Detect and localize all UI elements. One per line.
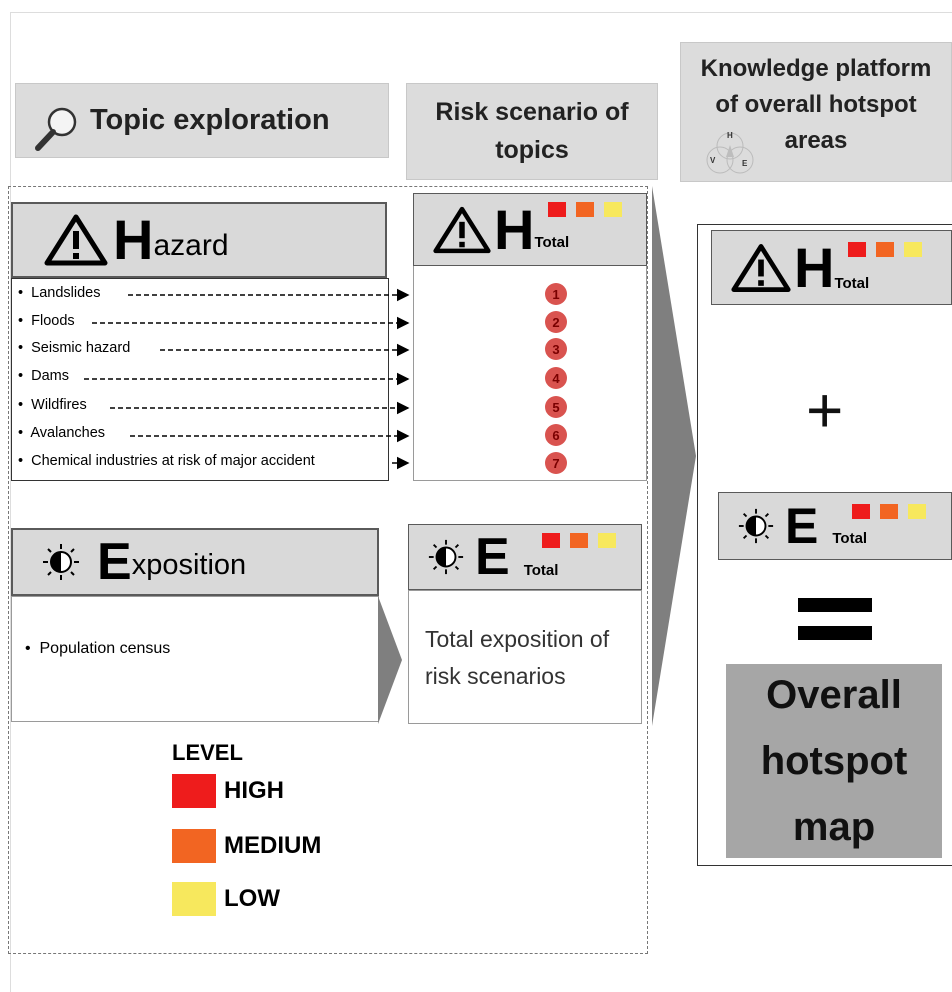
legend-title: LEVEL <box>172 740 243 765</box>
compass-hve-icon: H V E <box>706 131 754 174</box>
equals-sign <box>798 598 872 640</box>
warning-triangle-icon <box>44 214 108 266</box>
legend-swatch-high <box>172 774 216 808</box>
hazard-item-avalanches: • Avalanches <box>18 425 106 441</box>
hazard-item-seismic: • Seismic hazard <box>18 340 131 356</box>
hazard-title-box: H azard <box>11 202 387 278</box>
plus-sign: + <box>806 374 844 446</box>
exposition-title-rest: xposition <box>131 548 247 581</box>
hazard-item-chemical: • Chemical industries at risk of major a… <box>18 453 315 469</box>
platform-h-sub: Total <box>834 275 870 292</box>
scenario-number-1: 1 <box>545 283 567 305</box>
hazard-item-wildfires: • Wildfires <box>18 397 87 413</box>
legend-swatch-medium <box>172 829 216 863</box>
legend-swatch-low <box>172 882 216 916</box>
e-total-level-swatches <box>542 533 616 548</box>
risk-scenario-title: Risk scenario of topics <box>435 98 629 164</box>
warning-triangle-icon <box>731 243 791 292</box>
overall-hotspot-map-text: Overall hotspot map <box>760 673 908 849</box>
platform-e-swatches <box>852 504 926 519</box>
swatch-low <box>908 504 926 519</box>
hazard-item-floods: • Floods <box>18 313 75 329</box>
swatch-low <box>904 242 922 257</box>
scenario-number-5: 5 <box>545 396 567 418</box>
scenario-number-3: 3 <box>545 338 567 360</box>
swatch-high <box>542 533 560 548</box>
scenario-number-4: 4 <box>545 367 567 389</box>
swatch-medium <box>570 533 588 548</box>
swatch-low <box>604 202 622 217</box>
topic-exploration-header: Topic exploration <box>15 83 389 158</box>
hazard-big-letter: H <box>113 208 154 271</box>
total-exposition-text: Total exposition of risk scenarios <box>425 626 610 689</box>
legend-label-medium: MEDIUM <box>224 832 322 859</box>
sun-exposure-icon <box>43 544 79 580</box>
swatch-high <box>852 504 870 519</box>
h-total-list-box <box>413 264 647 481</box>
platform-h-swatches <box>848 242 922 257</box>
risk-scenario-header: Risk scenario of topics <box>406 83 658 180</box>
legend-row-low: LOW <box>172 882 280 916</box>
warning-triangle-icon <box>433 206 491 253</box>
h-total-letter: H <box>494 197 535 261</box>
swatch-high <box>548 202 566 217</box>
scenario-number-7: 7 <box>545 452 567 474</box>
swatch-high <box>848 242 866 257</box>
magnifier-icon <box>35 107 77 151</box>
hazard-title-rest: azard <box>153 229 229 262</box>
big-transition-arrow <box>652 186 696 726</box>
sun-exposure-icon <box>428 539 464 575</box>
legend-row-high: HIGH <box>172 774 284 808</box>
platform-e-total-box: E Total <box>718 492 952 560</box>
outer-frame <box>10 12 952 992</box>
swatch-medium <box>876 242 894 257</box>
e-total-text-box: Total exposition of risk scenarios <box>408 590 642 724</box>
legend-label-high: HIGH <box>224 777 284 804</box>
hazard-item-landslides: • Landslides <box>18 285 101 301</box>
scenario-number-6: 6 <box>545 424 567 446</box>
exposition-item-population: • Population census <box>25 640 171 657</box>
e-total-sub: Total <box>523 562 559 579</box>
scenario-number-2: 2 <box>545 311 567 333</box>
h-total-level-swatches <box>548 202 622 217</box>
platform-e-sub: Total <box>832 530 868 547</box>
overall-hotspot-map-box: Overall hotspot map <box>726 664 942 858</box>
exposition-arrow <box>378 596 402 724</box>
knowledge-platform-title: Knowledge platform of overall hotspot ar… <box>700 55 932 154</box>
exposition-list-box <box>11 596 379 722</box>
topic-exploration-title: Topic exploration <box>90 104 330 136</box>
swatch-low <box>598 533 616 548</box>
h-total-sub: Total <box>534 234 570 251</box>
swatch-medium <box>576 202 594 217</box>
platform-e-letter: E <box>785 498 819 554</box>
e-total-letter: E <box>475 528 510 586</box>
legend-row-medium: MEDIUM <box>172 829 321 863</box>
left-dashed-container <box>8 186 648 954</box>
exposition-big-letter: E <box>97 533 132 591</box>
compass-letter-v: V <box>710 156 716 165</box>
exposition-title-box: E xposition <box>11 528 379 596</box>
swatch-medium <box>880 504 898 519</box>
platform-h-letter: H <box>794 235 835 299</box>
hazard-item-dams: • Dams <box>18 368 70 384</box>
compass-letter-e: E <box>742 159 748 168</box>
compass-letter-h: H <box>727 131 733 140</box>
legend-label-low: LOW <box>224 885 280 912</box>
sun-exposure-icon <box>738 508 774 544</box>
